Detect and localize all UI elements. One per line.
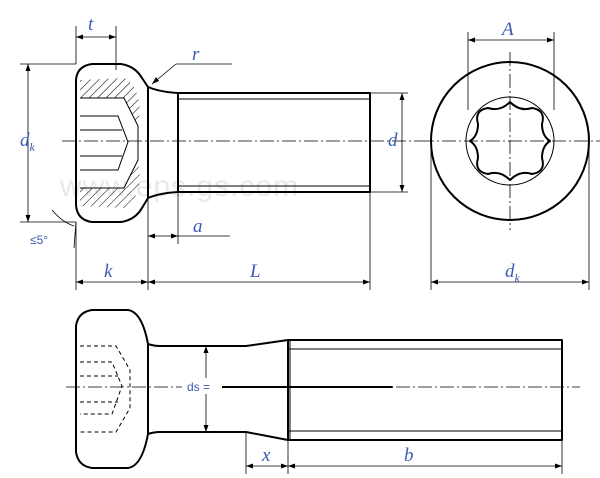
- dim-t: t: [75, 14, 117, 70]
- label-a: a: [193, 216, 203, 237]
- side-head-outline: [75, 309, 149, 469]
- dim-k-L: k L: [75, 192, 371, 290]
- dim-x-b: x b: [245, 432, 563, 474]
- dim-d: d: [370, 92, 408, 193]
- label-k: k: [104, 261, 113, 282]
- label-L: L: [249, 261, 261, 282]
- head-hatch-lower: [80, 160, 140, 208]
- label-A: A: [500, 19, 514, 40]
- label-r: r: [192, 44, 200, 65]
- dim-a: a: [147, 192, 230, 244]
- label-t: t: [88, 14, 94, 35]
- shank-outline: [177, 92, 371, 193]
- recess-inner: [80, 115, 129, 171]
- side-recess-inner: [80, 361, 123, 415]
- side-view: [66, 309, 580, 469]
- dim-A: A: [467, 19, 555, 110]
- head-hatch-upper: [80, 78, 140, 126]
- dim-dk-left: dk: [20, 63, 76, 223]
- label-dk-right: dk: [505, 261, 521, 285]
- label-d: d: [388, 130, 398, 151]
- neck-upper: [147, 86, 179, 94]
- section-view: [62, 63, 420, 223]
- reduced-shank-bottom: [147, 431, 289, 441]
- label-angle: ≤5°: [30, 233, 48, 247]
- reduced-shank-top: [147, 339, 289, 347]
- label-ds: ds =: [187, 380, 210, 394]
- dim-ds: ds =: [182, 346, 222, 432]
- head-outline: [75, 63, 149, 223]
- label-dk-left: dk: [20, 130, 36, 154]
- neck-lower: [147, 191, 179, 199]
- end-view: [420, 52, 600, 230]
- thread-outline: [287, 339, 563, 441]
- label-x: x: [261, 445, 271, 466]
- side-recess-hidden: [80, 345, 131, 433]
- dim-dk-right: dk: [430, 141, 590, 290]
- recess-outline: [80, 97, 139, 189]
- dim-angle: ≤5°: [30, 209, 77, 249]
- dim-r: r: [151, 44, 232, 85]
- label-b: b: [404, 445, 414, 466]
